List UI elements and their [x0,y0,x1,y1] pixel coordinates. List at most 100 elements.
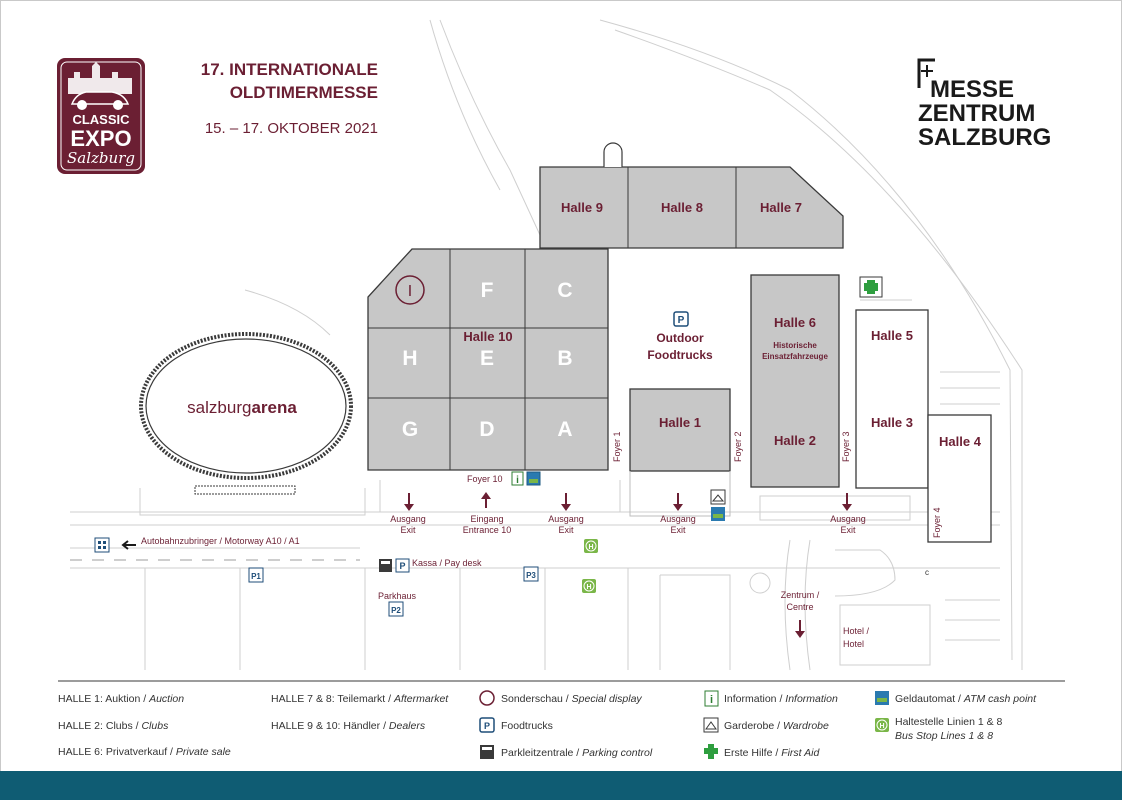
exit-1-line1: Ausgang [390,514,426,524]
legend-halle6: HALLE 6: Privatverkauf / Private sale [58,746,231,758]
classic-expo-logo: CLASSIC EXPO Salzburg [57,58,145,174]
svg-text:P3: P3 [526,571,536,580]
salzburgarena: salzburgarena [139,332,353,495]
legend-bus1: Haltestelle Linien 1 & 8 [895,716,1003,728]
legend-halle78: HALLE 7 & 8: Teilemarkt / Aftermarket [271,693,449,705]
parkhaus-label: Parkhaus [378,591,417,601]
legend-halle2: HALLE 2: Clubs / Clubs [58,720,169,732]
kassa-icons: P [379,558,410,573]
section-C: C [557,279,572,302]
event-dates: 15. – 17. OKTOBER 2021 [205,120,378,137]
exit-4-line2: Exit [840,525,856,535]
svg-text:H: H [586,584,591,591]
section-F: F [481,279,494,302]
exit-2-line1: Ausgang [548,514,584,524]
svg-text:P: P [399,561,405,571]
halle-6-2: Halle 6 Historische Einsatzfahrzeuge Hal… [750,274,840,488]
halle-10: I F C H E B G D A Halle 10 [367,248,609,471]
motorway-label: Autobahnzubringer / Motorway A10 / A1 [141,536,300,546]
exit-1-line2: Exit [400,525,416,535]
footer-bar [0,771,1122,800]
c-marker: c [925,568,929,577]
svg-text:P: P [484,721,490,731]
foyer-1-label: Foyer 1 [612,431,622,462]
wardrobe-legend-icon [703,717,719,733]
exit-arrow-4 [842,493,852,511]
halle-8-label: Halle 8 [661,200,703,215]
halle-7-label: Halle 7 [760,200,802,215]
info-icon: i [511,471,524,486]
parking-p2: P2 [388,601,404,617]
legend-garderobe: Garderobe / Wardrobe [724,720,829,732]
first-aid-icon [859,276,883,298]
hotel-line2: Hotel [843,639,864,649]
foyer-4-label: Foyer 4 [932,507,942,538]
brand-line1: MESSE [930,76,1014,103]
halle-6-sub2: Einsatzfahrzeuge [762,352,828,361]
halle-2-label: Halle 2 [774,433,816,448]
logo-line3: Salzburg [67,149,135,167]
halle-6-sub1: Historische [773,341,817,350]
motorway-parking-control [94,537,136,553]
section-H: H [402,347,417,370]
foyer-3-label: Foyer 3 [841,431,851,462]
exit-arrows [404,492,852,638]
legend-atm: Geldautomat / ATM cash point [895,693,1037,705]
svg-text:H: H [879,723,884,730]
zentrum-arrow [795,620,805,638]
messezentrum-logo: MESSE ZENTRUM SALZBURG [917,58,1051,151]
exit-arrow-2 [561,493,571,511]
parking-p1: P1 [248,567,264,583]
section-E: E [480,347,494,370]
halle-9-8-7: Halle 9 Halle 8 Halle 7 [539,142,844,249]
legend: HALLE 1: Auktion / Auction HALLE 2: Club… [58,690,1037,759]
foodtruck-icon [673,311,689,327]
special-display-marker [395,275,425,305]
outdoor-line2: Foodtrucks [647,348,713,362]
exit-4-line1: Ausgang [830,514,866,524]
arena-label: salzburgarena [187,398,297,417]
arrow-left-icon [121,540,136,550]
halle-3-label: Halle 3 [871,415,913,430]
section-B: B [557,347,572,370]
section-A: A [557,418,572,441]
legend-parkleit: Parkleitzentrale / Parking control [501,747,653,759]
halle-5-label: Halle 5 [871,328,913,343]
legend-foodtrucks: Foodtrucks [501,720,553,732]
svg-text:P2: P2 [391,606,401,615]
logo-line2: EXPO [70,126,131,151]
halle-1-label: Halle 1 [659,415,701,430]
exit-3-line2: Exit [670,525,686,535]
svg-text:P: P [678,315,685,326]
svg-text:H: H [588,544,593,551]
exit-arrow-1 [404,493,414,511]
entrance-line1: Eingang [470,514,503,524]
halle-9-label: Halle 9 [561,200,603,215]
bus-stop-icon-1: H [584,539,598,553]
event-title-line1: 17. INTERNATIONALE [201,60,378,79]
info-legend-icon [704,690,719,707]
foyer-2-label: Foyer 2 [733,431,743,462]
legend-sonderschau: Sonderschau / Special display [501,693,642,705]
svg-text:I: I [408,283,412,300]
halle-10-label: Halle 10 [463,329,512,344]
halle-4: Halle 4 [927,414,992,543]
atm-icon-2 [711,507,725,521]
entrance-line2: Entrance 10 [463,525,512,535]
bus-stop-icon-2: H [582,579,596,593]
hotel-line1: Hotel / [843,626,870,636]
svg-text:i: i [516,475,519,486]
legend-info: Information / Information [724,693,838,705]
special-display-icon [479,690,495,706]
kassa-label: Kassa / Pay desk [412,558,482,568]
halle-5-3: Halle 5 Halle 3 [855,309,929,489]
foodtruck-legend-icon [479,717,495,733]
exit-2-line2: Exit [558,525,574,535]
section-G: G [402,418,418,441]
brand-line2: ZENTRUM [918,100,1035,127]
foyer-10-label: Foyer 10 [467,474,503,484]
parking-p3: P3 [523,566,539,582]
event-title-line2: OLDTIMERMESSE [230,83,378,102]
zentrum-line1: Zentrum / [781,590,820,600]
legend-bus2: Bus Stop Lines 1 & 8 [895,730,993,742]
